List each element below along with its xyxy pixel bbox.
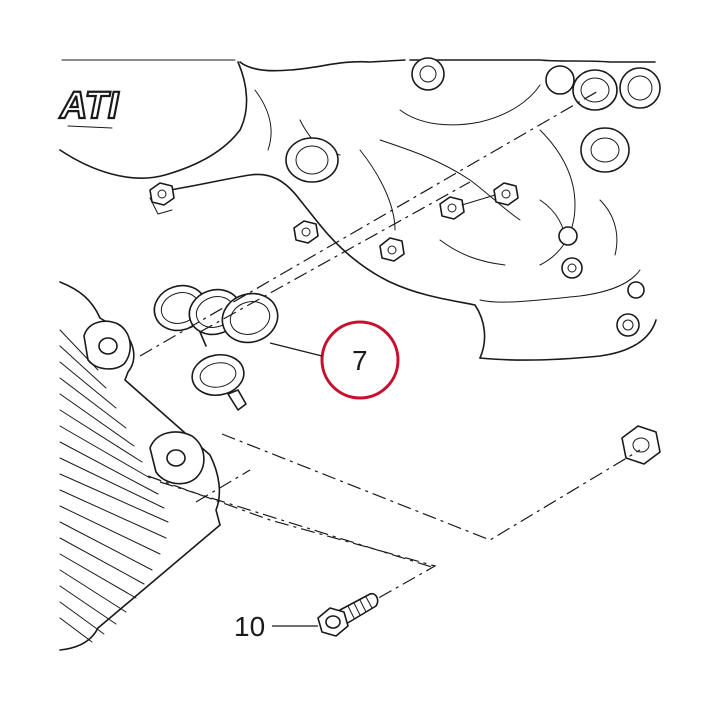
callout-7[interactable]: 7 — [269, 320, 400, 400]
brand-logo: ATI — [58, 84, 121, 129]
case-bolt — [493, 182, 519, 206]
oil-cooler — [59, 281, 221, 651]
callout-10[interactable]: 10 — [234, 611, 318, 642]
callout-label-10: 10 — [234, 611, 265, 642]
callout-highlight-ring — [320, 320, 400, 400]
flange-bolt — [317, 592, 379, 637]
case-bolt — [293, 220, 319, 244]
case-bolt — [149, 182, 175, 215]
case-bolt — [379, 237, 405, 262]
oil-cooler-gasket — [153, 284, 279, 411]
assembly-lines — [139, 89, 641, 601]
engine-case: ATI — [58, 57, 661, 361]
nut — [621, 425, 661, 465]
svg-text:ATI: ATI — [59, 85, 120, 127]
case-bolt — [439, 196, 465, 220]
callout-label-7: 7 — [352, 345, 368, 376]
